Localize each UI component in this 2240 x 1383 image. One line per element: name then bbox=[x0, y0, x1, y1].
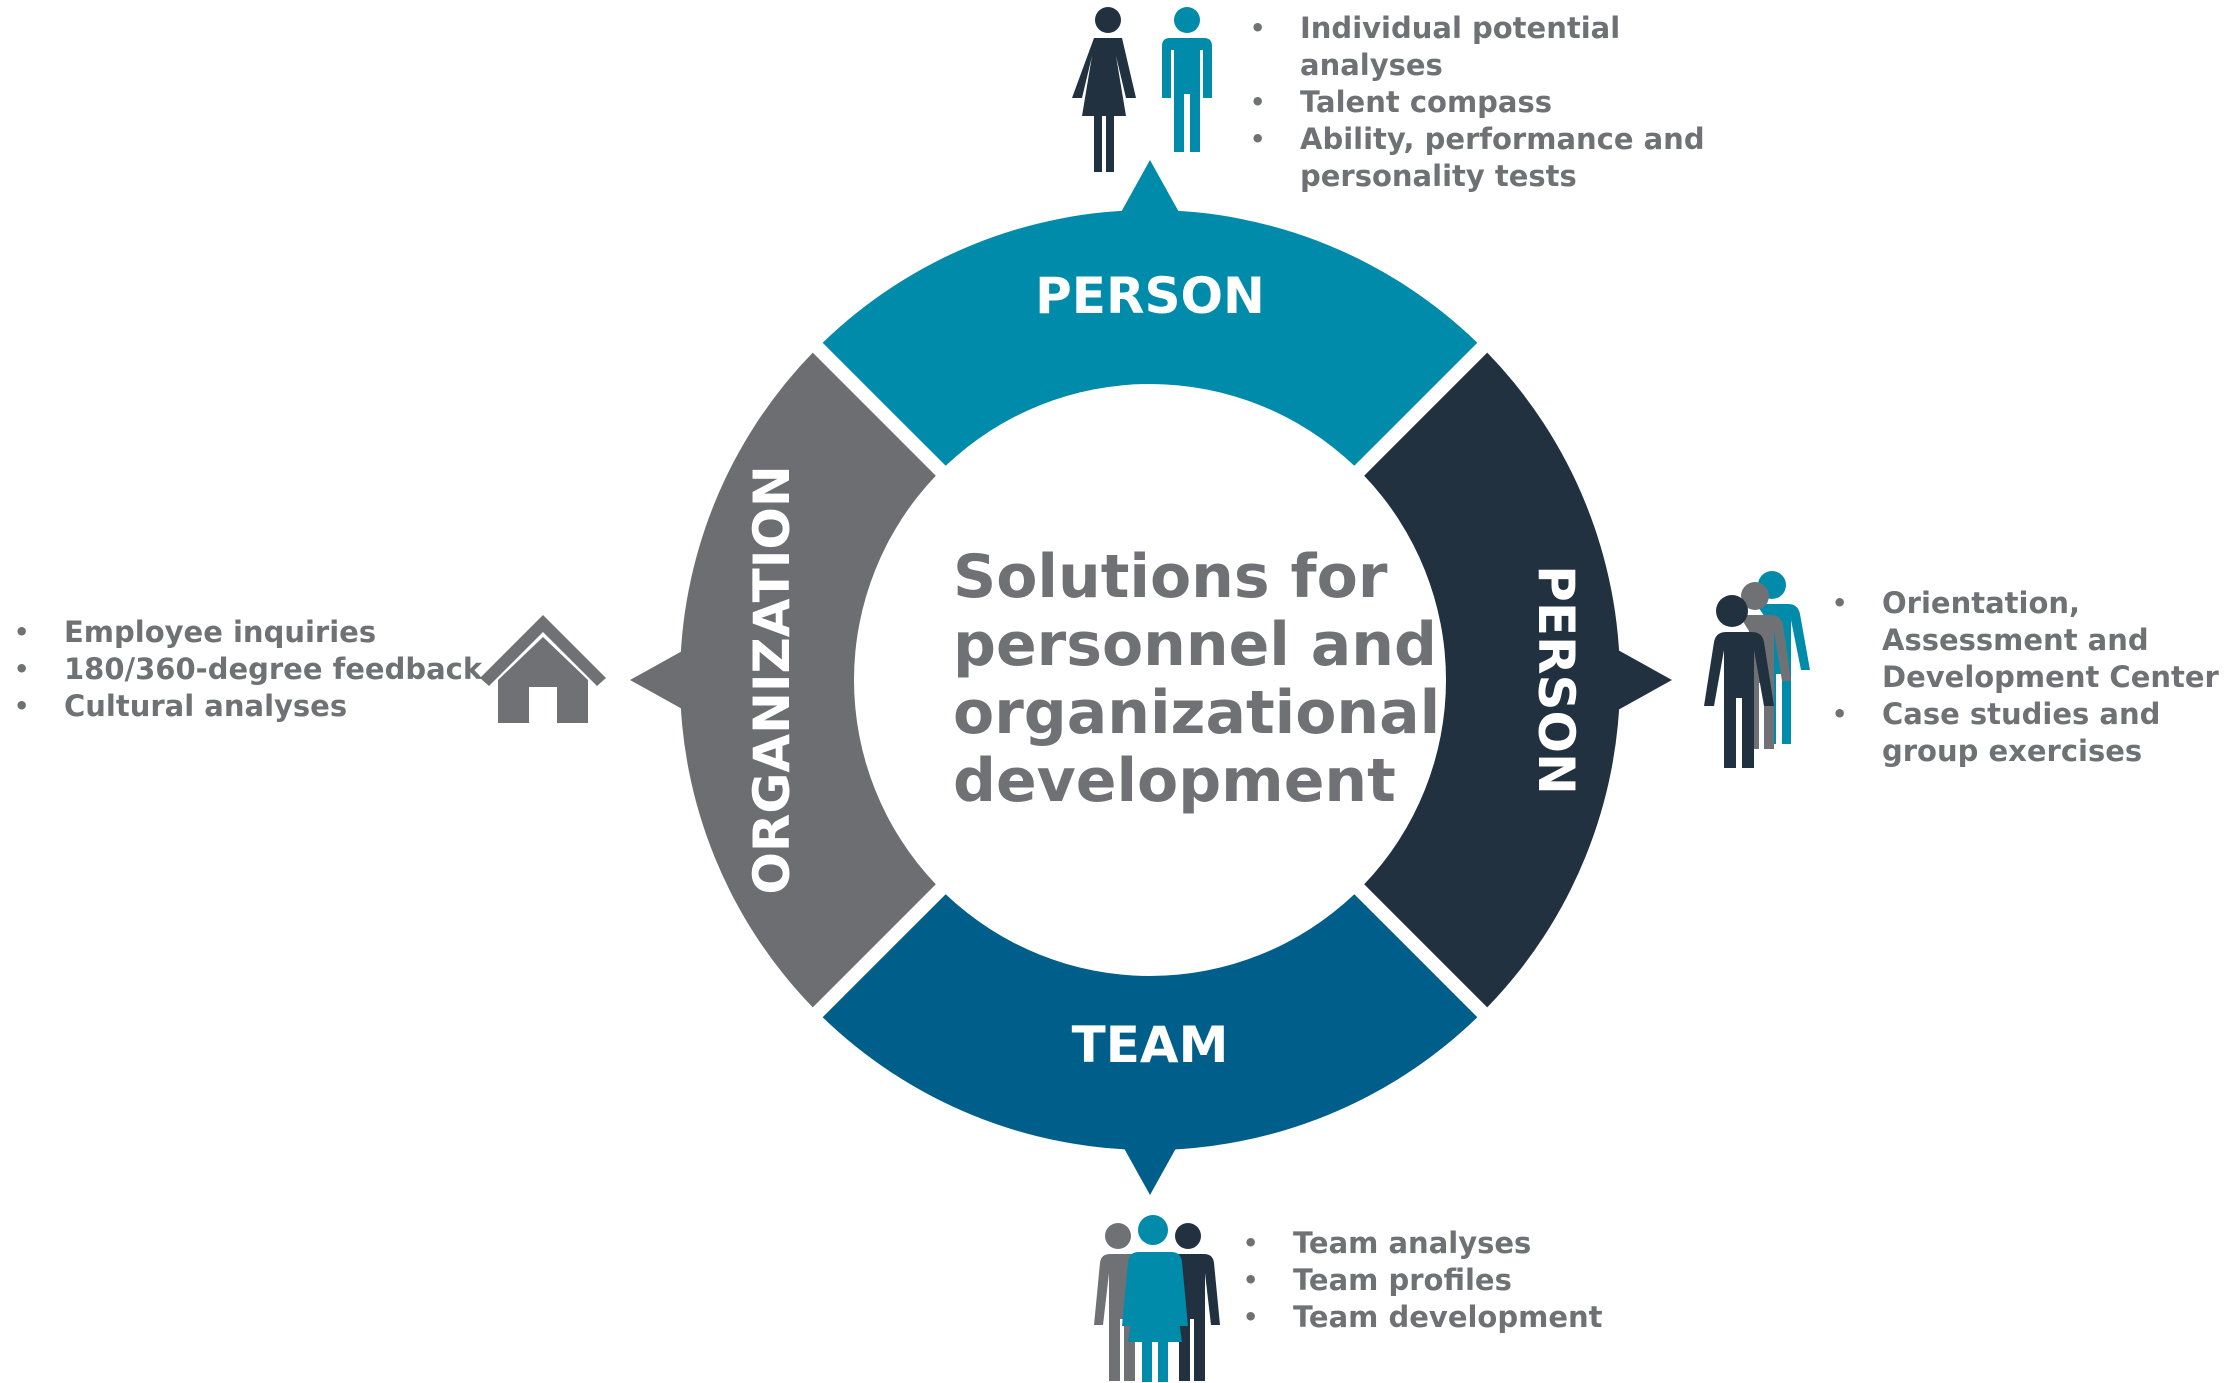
list-top: Individual potential analyses Talent com… bbox=[1250, 10, 1710, 195]
list-bottom: Team analyses Team profiles Team develop… bbox=[1243, 1225, 1743, 1336]
segment-bottom bbox=[822, 894, 1478, 1150]
center-line-4: development bbox=[953, 746, 1396, 816]
arrow-right bbox=[1618, 650, 1672, 710]
woman-and-man-icon bbox=[1072, 7, 1212, 172]
list-item: Team profiles bbox=[1243, 1262, 1743, 1299]
segment-right bbox=[1364, 352, 1621, 1008]
list-left: Employee inquiries 180/360-degree feedba… bbox=[14, 614, 494, 725]
list-item: Individual potential analyses bbox=[1250, 10, 1710, 84]
ring bbox=[630, 160, 1672, 1195]
list-item: Case studies and group exercises bbox=[1832, 696, 2232, 770]
list-right: Orientation, Assessment and Development … bbox=[1832, 585, 2232, 770]
team-group-icon bbox=[1094, 1215, 1220, 1382]
segment-label-left: ORGANIZATION bbox=[743, 465, 801, 894]
people-queue-icon bbox=[1704, 571, 1810, 768]
list-item: Talent compass bbox=[1250, 84, 1710, 121]
list-item: Ability, performance and personality tes… bbox=[1250, 121, 1710, 195]
arrow-top bbox=[1120, 160, 1180, 214]
segment-label-top: PERSON bbox=[1035, 267, 1265, 325]
list-item: Orientation, Assessment and Development … bbox=[1832, 585, 2232, 696]
center-title: Solutions for personnel and organization… bbox=[953, 542, 1440, 816]
list-item: Team analyses bbox=[1243, 1225, 1743, 1262]
center-line-1: Solutions for bbox=[953, 542, 1388, 612]
list-item: Team development bbox=[1243, 1299, 1743, 1336]
center-line-3: organizational bbox=[953, 678, 1440, 748]
arrow-bottom bbox=[1120, 1141, 1180, 1195]
center-line-2: personnel and bbox=[953, 610, 1437, 680]
segment-top bbox=[822, 210, 1478, 466]
segment-left bbox=[679, 352, 936, 1008]
list-item: Cultural analyses bbox=[14, 688, 494, 725]
segment-label-bottom: TEAM bbox=[1072, 1016, 1229, 1074]
arrow-left bbox=[630, 650, 684, 710]
list-item: Employee inquiries bbox=[14, 614, 494, 651]
list-item: 180/360-degree feedback bbox=[14, 651, 494, 688]
segment-label-right: PERSON bbox=[1527, 565, 1585, 795]
house-icon bbox=[480, 615, 606, 723]
